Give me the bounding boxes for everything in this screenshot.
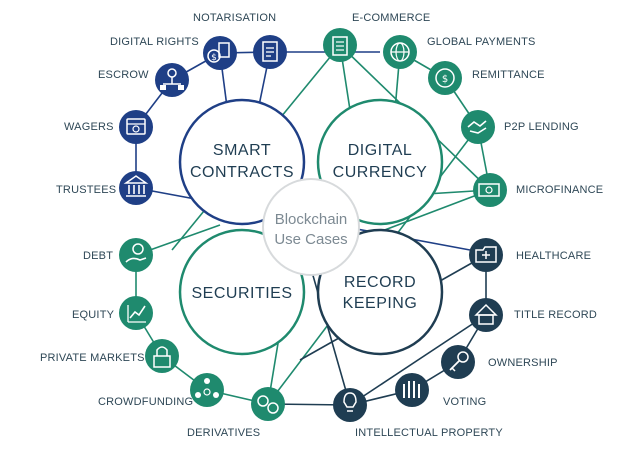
label-healthcare: HEALTHCARE bbox=[516, 250, 591, 262]
private-markets-icon bbox=[145, 339, 179, 373]
label-remittance: REMITTANCE bbox=[472, 69, 545, 81]
label-escrow: ESCROW bbox=[98, 69, 149, 81]
label-ecommerce: E-COMMERCE bbox=[352, 12, 430, 24]
label-voting: VOTING bbox=[443, 396, 486, 408]
label-notarisation: NOTARISATION bbox=[193, 12, 276, 24]
label-debt: DEBT bbox=[83, 250, 113, 262]
derivatives-icon bbox=[251, 387, 285, 421]
label-trustees: TRUSTEES bbox=[56, 184, 116, 196]
label-title-record: TITLE RECORD bbox=[514, 309, 597, 321]
label-microfinance: MICROFINANCE bbox=[516, 184, 603, 196]
record-keeping-line2: KEEPING bbox=[343, 295, 418, 312]
center-line1: Blockchain bbox=[275, 211, 348, 228]
securities-circle bbox=[178, 228, 306, 356]
digital-currency-line1: DIGITAL bbox=[348, 142, 413, 159]
microfinance-icon bbox=[473, 173, 507, 207]
label-wagers: WAGERS bbox=[64, 121, 114, 133]
healthcare-icon bbox=[469, 238, 503, 272]
record-keeping-circle bbox=[316, 228, 444, 356]
label-crowdfunding: CROWDFUNDING bbox=[98, 396, 193, 408]
voting-icon bbox=[395, 373, 429, 407]
ecommerce-icon bbox=[323, 28, 357, 62]
center-line2: Use Cases bbox=[274, 231, 347, 248]
label-derivatives: DERIVATIVES bbox=[187, 427, 260, 439]
smart-contracts-line1: SMART bbox=[213, 142, 271, 159]
label-equity: EQUITY bbox=[72, 309, 115, 321]
notarisation-icon bbox=[253, 35, 287, 69]
trustees-icon bbox=[119, 171, 153, 205]
equity-icon bbox=[119, 296, 153, 330]
securities-label: SECURITIES bbox=[191, 285, 292, 302]
digital-currency-line2: CURRENCY bbox=[333, 164, 428, 181]
p2p-lending-icon bbox=[461, 110, 495, 144]
remittance-icon: $ bbox=[428, 61, 462, 95]
label-global-payments: GLOBAL PAYMENTS bbox=[427, 36, 536, 48]
escrow-icon bbox=[155, 63, 189, 97]
wagers-icon bbox=[119, 110, 153, 144]
global-payments-icon bbox=[383, 35, 417, 69]
digital-rights-icon: $ bbox=[203, 36, 237, 70]
title-record-icon bbox=[469, 298, 503, 332]
label-private-markets: PRIVATE MARKETS bbox=[40, 352, 145, 364]
label-digital-rights: DIGITAL RIGHTS bbox=[110, 36, 199, 48]
svg-text:$: $ bbox=[211, 53, 217, 63]
center-circle bbox=[262, 178, 360, 276]
crowdfunding-icon bbox=[190, 373, 224, 407]
ownership-icon bbox=[441, 345, 475, 379]
record-keeping-line1: RECORD bbox=[344, 274, 416, 291]
debt-icon bbox=[119, 238, 153, 272]
smart-contracts-line2: CONTRACTS bbox=[190, 164, 294, 181]
smart-contracts-circle bbox=[178, 98, 306, 226]
svg-text:$: $ bbox=[442, 74, 448, 85]
digital-currency-circle bbox=[316, 98, 444, 226]
label-intellectual-property: INTELLECTUAL PROPERTY bbox=[355, 427, 503, 439]
intellectual-property-icon bbox=[333, 388, 367, 422]
label-ownership: OWNERSHIP bbox=[488, 357, 558, 369]
label-p2p-lending: P2P LENDING bbox=[504, 121, 579, 133]
